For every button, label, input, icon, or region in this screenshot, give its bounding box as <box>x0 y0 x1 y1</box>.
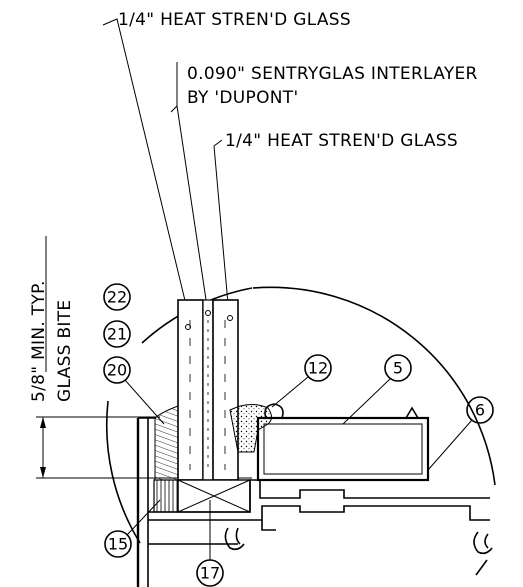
detail-circle-tail <box>475 559 488 576</box>
note-glass-inner-text: 1/4" HEAT STREN'D GLASS <box>225 131 458 151</box>
callout-12: 12 <box>271 354 332 408</box>
callout-17: 17 <box>196 500 224 587</box>
callout-6: 6 <box>427 396 494 471</box>
setting-block <box>177 479 251 513</box>
svg-text:20: 20 <box>107 361 127 380</box>
bite-label-text: GLASS BITE <box>55 300 75 402</box>
spacer-block <box>153 479 179 513</box>
note-interlayer: 0.090" SENTRYGLAS INTERLAYER BY 'DUPONT' <box>170 62 478 314</box>
aluminum-tube <box>256 403 430 482</box>
svg-text:22: 22 <box>107 288 127 307</box>
svg-text:5: 5 <box>393 359 403 378</box>
base-extrusion <box>148 479 493 555</box>
laminated-glass <box>177 299 239 481</box>
svg-text:17: 17 <box>200 564 220 583</box>
note-glass-outer-text: 1/4" HEAT STREN'D GLASS <box>118 10 351 30</box>
svg-text:21: 21 <box>107 325 127 344</box>
left-frame <box>136 417 156 587</box>
note-interlayer-line2: BY 'DUPONT' <box>187 88 298 108</box>
svg-text:6: 6 <box>475 401 485 420</box>
callout-20: 20 <box>103 356 165 425</box>
svg-text:12: 12 <box>308 359 328 378</box>
note-interlayer-line1: 0.090" SENTRYGLAS INTERLAYER <box>187 64 478 84</box>
svg-text:15: 15 <box>108 535 128 554</box>
callout-22: 22 <box>103 283 131 311</box>
note-glass-inner: 1/4" HEAT STREN'D GLASS <box>213 131 458 316</box>
callout-15: 15 <box>104 499 161 558</box>
note-glass-outer: 1/4" HEAT STREN'D GLASS <box>102 10 351 314</box>
callout-21: 21 <box>103 320 131 348</box>
callout-5: 5 <box>342 354 412 425</box>
bite-dimension-text: 5/8" MIN. TYP. <box>29 280 49 402</box>
